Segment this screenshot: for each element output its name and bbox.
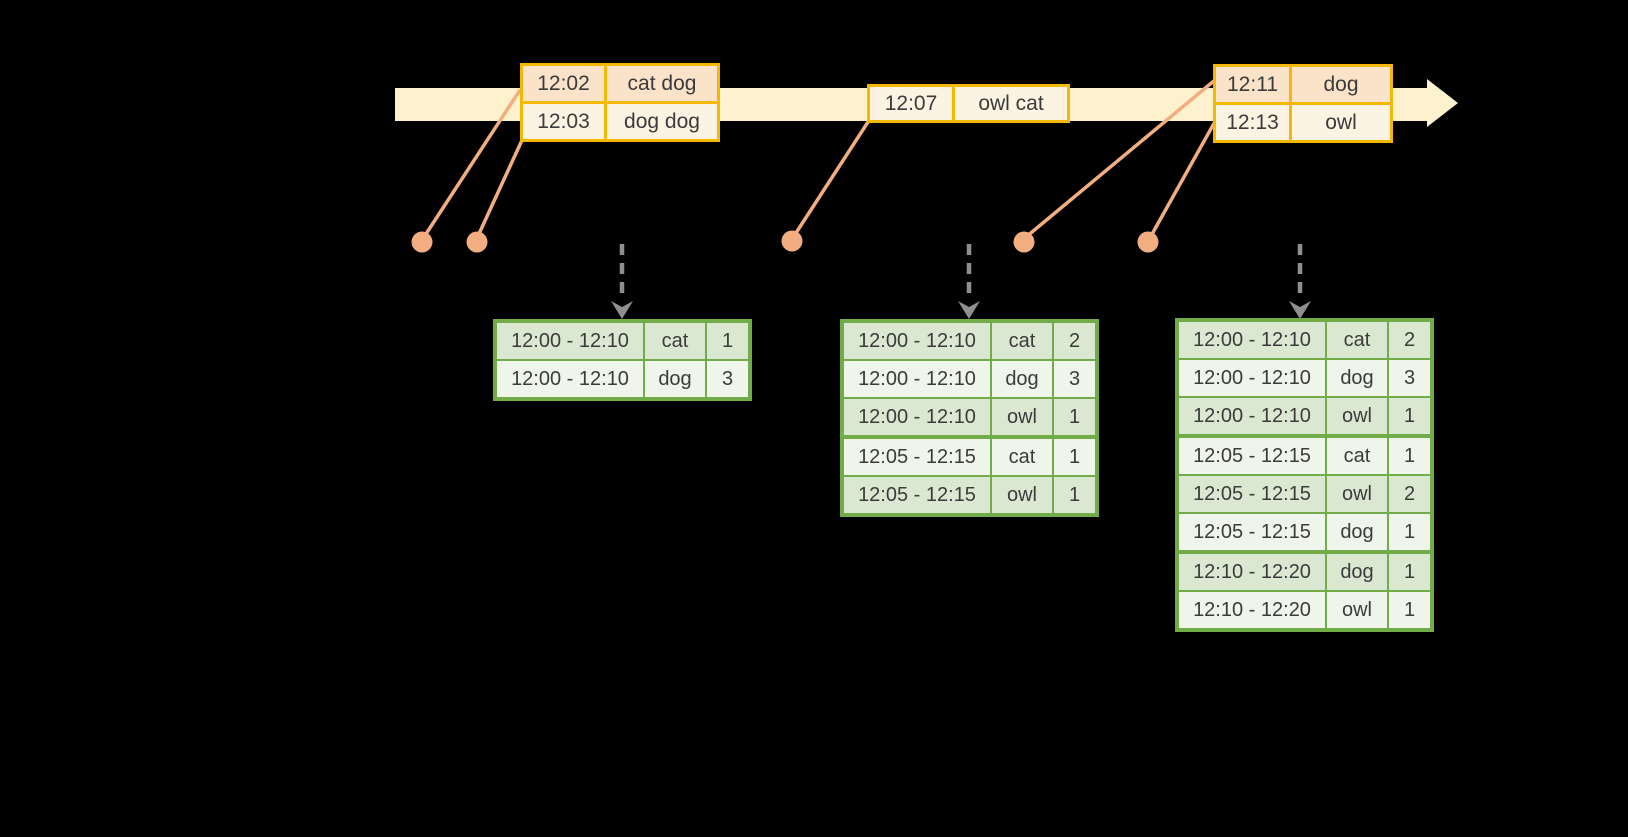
connector-line	[792, 121, 870, 237]
window-cell: 12:05 - 12:15	[844, 439, 990, 475]
time-cell: 12:07	[870, 87, 952, 120]
window-cell: 12:10 - 12:20	[1179, 554, 1325, 590]
event-dot	[1137, 231, 1159, 253]
word-cell: dog	[1327, 554, 1387, 590]
window-cell: 12:05 - 12:15	[844, 477, 990, 513]
window-cell: 12:00 - 12:10	[844, 399, 990, 435]
count-cell: 2	[1389, 322, 1430, 358]
window-cell: 12:00 - 12:10	[844, 361, 990, 397]
count-cell: 1	[1389, 592, 1430, 628]
window-cell: 12:00 - 12:10	[497, 361, 643, 397]
count-cell: 3	[707, 361, 748, 397]
word-cell: cat	[992, 439, 1052, 475]
window-cell: 12:00 - 12:10	[497, 323, 643, 359]
count-cell: 1	[707, 323, 748, 359]
window-cell: 12:00 - 12:10	[1179, 398, 1325, 434]
connector-line	[476, 137, 525, 237]
word-cell: dog	[992, 361, 1052, 397]
words-cell: dog	[1292, 67, 1390, 102]
words-cell: dog dog	[607, 104, 717, 139]
words-cell: owl cat	[955, 87, 1067, 120]
window-cell: 12:05 - 12:15	[1179, 514, 1325, 550]
connector-line	[1149, 117, 1219, 237]
down-arrow-head-icon	[958, 301, 980, 319]
word-cell: owl	[992, 477, 1052, 513]
window-cell: 12:10 - 12:20	[1179, 592, 1325, 628]
count-cell: 1	[1054, 477, 1095, 513]
time-cell: 12:13	[1216, 105, 1289, 140]
event-dot	[1013, 231, 1035, 253]
count-cell: 2	[1054, 323, 1095, 359]
count-cell: 1	[1389, 398, 1430, 434]
word-cell: owl	[992, 399, 1052, 435]
words-cell: cat dog	[607, 66, 717, 101]
count-cell: 3	[1054, 361, 1095, 397]
event-dot	[781, 230, 803, 252]
time-cell: 12:02	[523, 66, 604, 101]
word-cell: dog	[1327, 514, 1387, 550]
event-dot	[466, 231, 488, 253]
window-cell: 12:05 - 12:15	[1179, 438, 1325, 474]
window-cell: 12:05 - 12:15	[1179, 476, 1325, 512]
time-cell: 12:11	[1216, 67, 1289, 102]
time-cell: 12:03	[523, 104, 604, 139]
window-cell: 12:00 - 12:10	[1179, 360, 1325, 396]
word-cell: cat	[645, 323, 705, 359]
window-cell: 12:00 - 12:10	[844, 323, 990, 359]
word-cell: cat	[1327, 438, 1387, 474]
count-cell: 2	[1389, 476, 1430, 512]
word-cell: owl	[1327, 476, 1387, 512]
count-cell: 1	[1389, 554, 1430, 590]
count-cell: 1	[1389, 514, 1430, 550]
event-dot	[411, 231, 433, 253]
word-cell: cat	[1327, 322, 1387, 358]
down-arrow-head-icon	[1289, 301, 1311, 319]
word-cell: dog	[1327, 360, 1387, 396]
down-arrow-head-icon	[611, 301, 633, 319]
count-cell: 1	[1054, 439, 1095, 475]
count-cell: 1	[1054, 399, 1095, 435]
words-cell: owl	[1292, 105, 1390, 140]
word-cell: owl	[1327, 592, 1387, 628]
count-cell: 3	[1389, 360, 1430, 396]
word-cell: dog	[645, 361, 705, 397]
count-cell: 1	[1389, 438, 1430, 474]
window-cell: 12:00 - 12:10	[1179, 322, 1325, 358]
word-cell: cat	[992, 323, 1052, 359]
word-cell: owl	[1327, 398, 1387, 434]
timeline-arrowhead-icon	[1427, 79, 1458, 127]
